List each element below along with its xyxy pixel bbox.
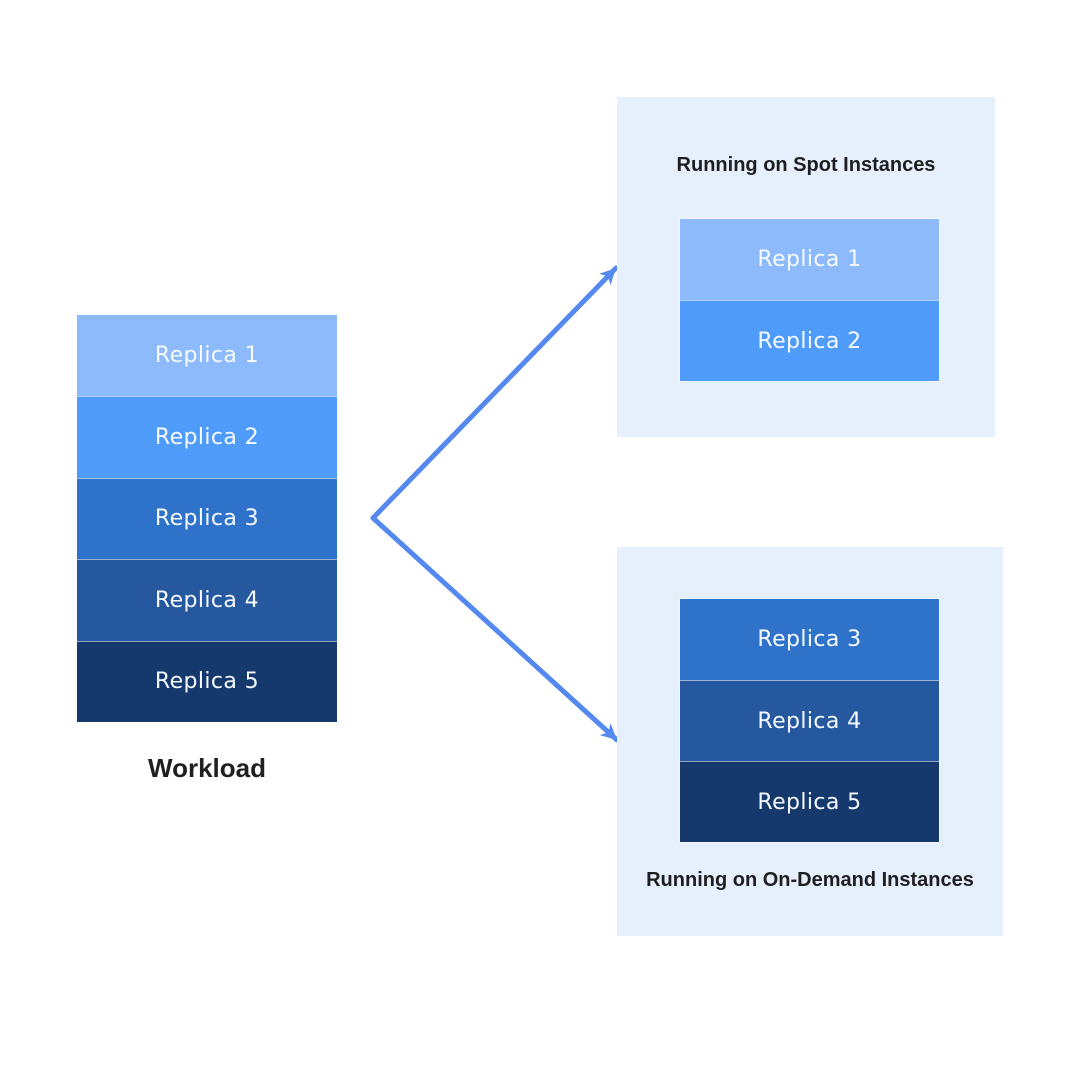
ondemand-stack: Replica 3 Replica 4 Replica 5 [680,599,939,842]
ondemand-replica-4-label: Replica 4 [757,708,862,734]
ondemand-panel-title: Running on On-Demand Instances [646,869,974,891]
spot-replica-1-block: Replica 1 [680,219,939,300]
arrow-to-spot [370,265,619,521]
workload-replica-2-label: Replica 2 [154,425,260,451]
workload-stack: Replica 1 Replica 2 Replica 3 Replica 4 … [77,315,337,722]
workload-replica-5-label: Replica 5 [154,669,260,695]
ondemand-replica-3-label: Replica 3 [757,627,862,652]
ondemand-replica-5-block: Replica 5 [680,761,939,842]
workload-replica-1-label: Replica 1 [154,343,260,369]
spot-stack: Replica 1 Replica 2 [680,219,939,381]
ondemand-instances-panel: Replica 3 Replica 4 Replica 5 Running on… [617,547,1003,936]
workload-replica-4-label: Replica 4 [154,587,260,613]
spot-instances-panel: Running on Spot Instances Replica 1 Repl… [617,97,995,437]
workload-replica-3-block: Replica 3 [77,477,337,560]
spot-replica-2-block: Replica 2 [680,300,939,381]
arrow-to-ondemand [370,515,620,743]
spot-replica-1-label: Replica 1 [757,247,862,272]
ondemand-replica-5-label: Replica 5 [757,789,862,815]
workload-replica-4-block: Replica 4 [77,559,337,641]
workload-replica-3-label: Replica 3 [154,506,260,532]
ondemand-replica-3-block: Replica 3 [680,599,939,680]
spot-replica-2-label: Replica 2 [757,328,862,354]
workload-replica-1-block: Replica 1 [77,315,337,397]
workload-replica-5-block: Replica 5 [77,640,337,722]
ondemand-replica-4-block: Replica 4 [680,680,939,761]
workload-title: Workload [148,753,266,783]
spot-panel-title: Running on Spot Instances [676,154,936,176]
workload-replica-2-block: Replica 2 [77,396,337,478]
